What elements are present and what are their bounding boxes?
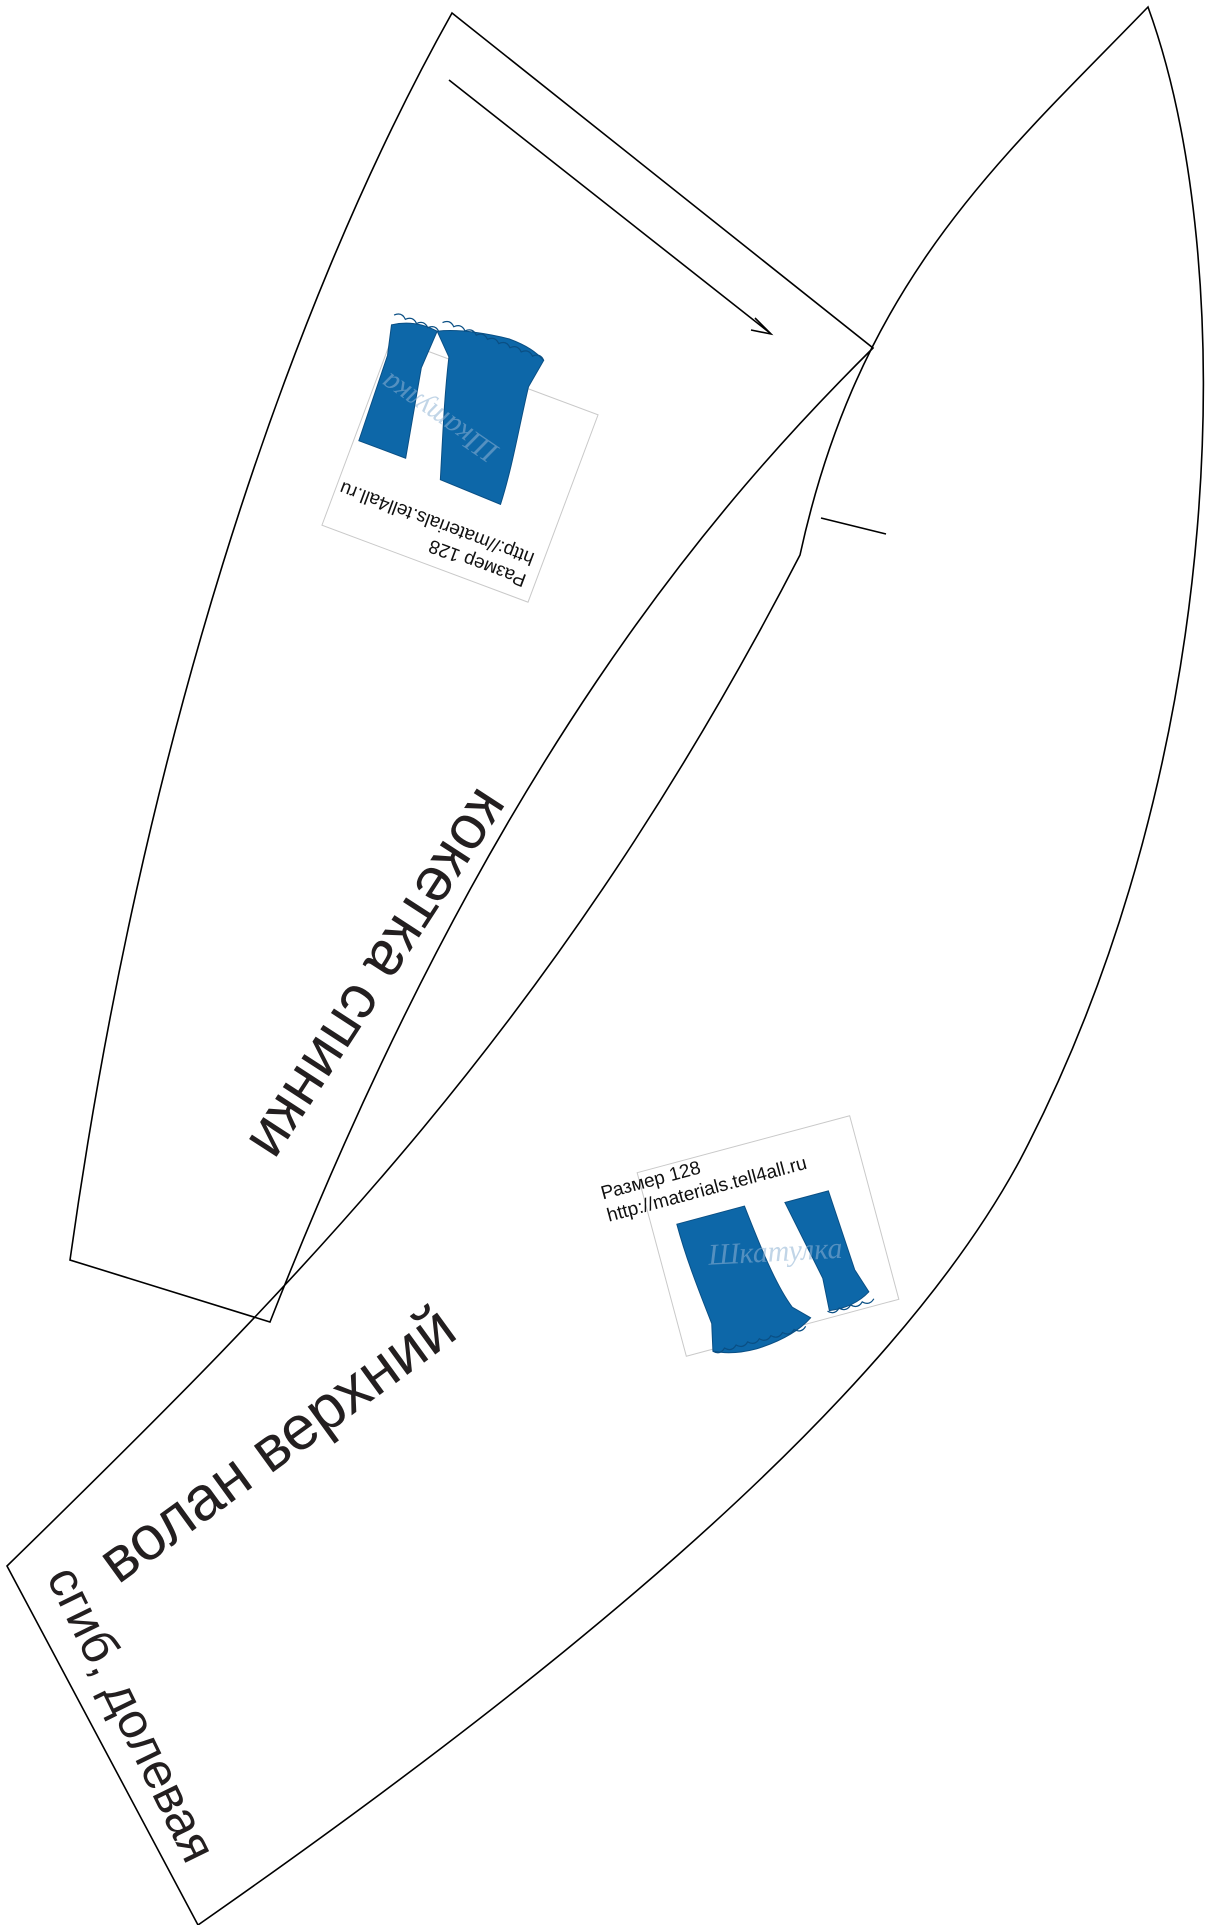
size-tag-yoke: Размер 128 http://materials.tell4all.ru … <box>321 313 599 603</box>
ruffle-outline <box>6 5 1205 1925</box>
yoke-label: кокетка спинки <box>235 777 525 1172</box>
yoke-outline <box>69 11 875 1323</box>
garment-thumbnail: Шкатулка <box>676 1190 875 1354</box>
ruffle-label: волан верхний <box>86 1292 468 1596</box>
size-tag-ruffle: Размер 128 http://materials.tell4all.ru … <box>599 1115 900 1357</box>
fold-label: сгиб, долевая <box>36 1557 227 1870</box>
grainline-arrow <box>448 79 774 336</box>
pants-shape <box>784 1190 870 1312</box>
skirt-shape <box>436 330 545 506</box>
notch-mark <box>820 517 887 535</box>
skirt-shape <box>676 1205 812 1354</box>
pants-shape <box>358 322 438 459</box>
watermark-text: Шкатулка <box>706 1232 843 1272</box>
